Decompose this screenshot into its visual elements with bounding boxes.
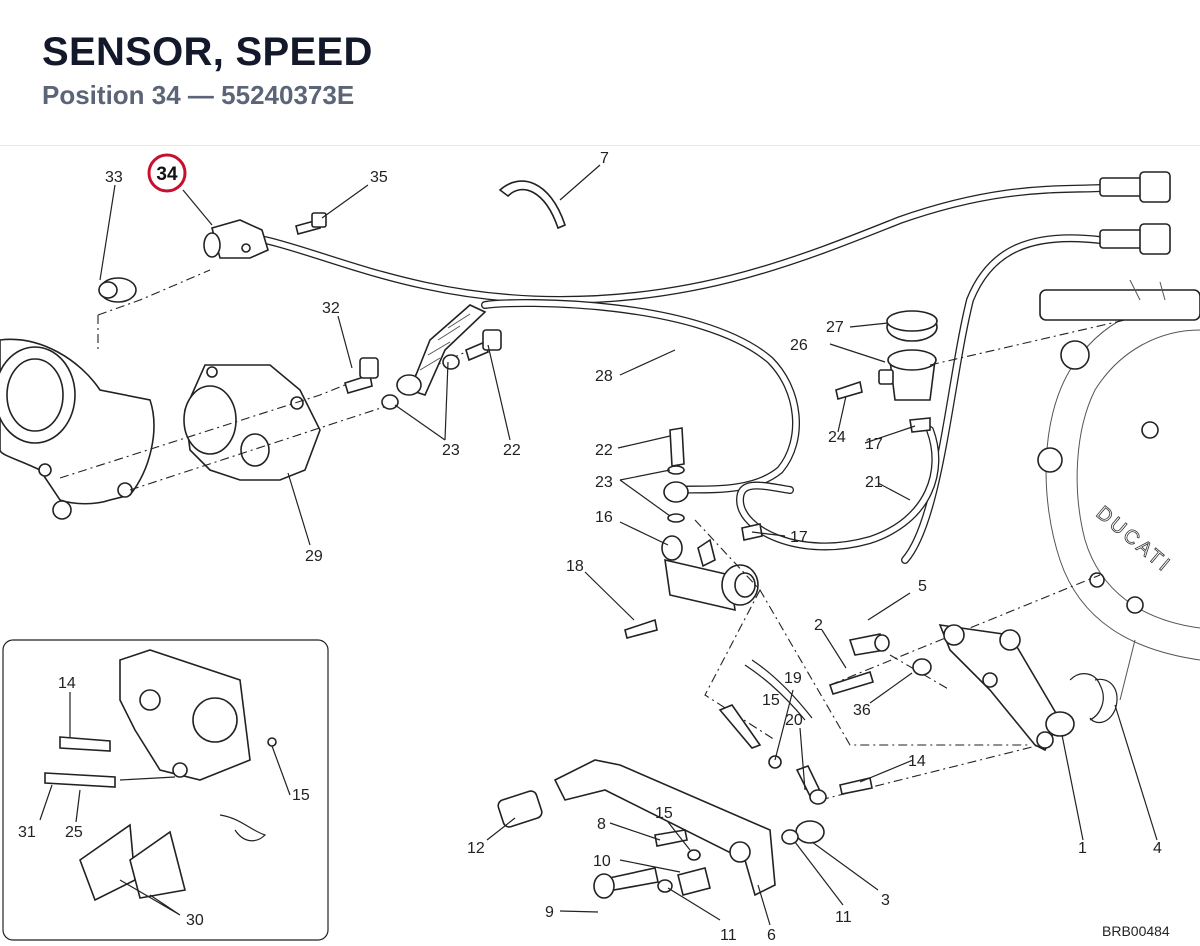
callout-28: 28 (595, 368, 613, 385)
callout-36: 36 (853, 702, 871, 719)
callout-14: 14 (58, 675, 76, 692)
part-subtitle: Position 34 — 55240373E (42, 80, 355, 110)
callout-numbers: 33 35 7 32 23 22 29 28 22 23 16 18 17 17… (18, 150, 1162, 944)
callout-20: 20 (785, 712, 803, 729)
callout-29: 29 (305, 548, 323, 565)
page-title: SENSOR, SPEED (42, 30, 373, 74)
callout-30: 30 (186, 912, 204, 929)
brake-reservoir-drawing (735, 310, 940, 551)
brake-caliper-drawing (183, 364, 321, 481)
callout-23: 23 (442, 442, 460, 459)
callout-12: 12 (467, 840, 485, 857)
callout-27: 27 (826, 319, 844, 336)
page-header: SENSOR, SPEED Position 34 — 55240373E (0, 0, 1200, 146)
callout-17b: 17 (865, 436, 883, 453)
callout-21: 21 (865, 474, 883, 491)
callout-25: 25 (65, 824, 83, 841)
callout-7: 7 (600, 150, 609, 167)
master-cylinder-drawing (624, 427, 759, 639)
callout-22b: 22 (595, 442, 613, 459)
highlighted-callout-34[interactable]: 34 (147, 153, 187, 193)
callout-9: 9 (545, 904, 554, 921)
callout-6: 6 (767, 927, 776, 944)
callout-15b: 15 (655, 805, 673, 822)
brake-hose-drawing (408, 299, 800, 494)
callout-11: 11 (835, 909, 852, 926)
callout-16: 16 (595, 509, 613, 526)
callout-3: 3 (881, 892, 890, 909)
callout-35: 35 (370, 169, 388, 186)
callout-11b: 11 (720, 927, 737, 944)
callout-5: 5 (918, 578, 927, 595)
inset-detail (2, 639, 329, 941)
callout-1: 1 (1078, 840, 1087, 857)
cover-brand-text: DUCATI (1092, 502, 1176, 577)
callout-23b: 23 (595, 474, 613, 491)
callout-33: 33 (105, 169, 123, 186)
callout-34: 34 (156, 164, 178, 185)
callout-13: 14 (908, 753, 926, 770)
callout-2: 2 (814, 617, 823, 634)
caliper-bracket-drawing (0, 338, 155, 520)
callout-8: 8 (597, 816, 606, 833)
callout-32: 32 (322, 300, 340, 317)
leader-lines (39, 164, 1158, 926)
engine-cover-drawing: DUCATI (1037, 279, 1200, 701)
callout-15: 15 (762, 692, 780, 709)
callout-22: 22 (503, 442, 521, 459)
callout-17: 17 (790, 529, 808, 546)
callout-4: 4 (1153, 840, 1162, 857)
callout-31: 31 (18, 824, 36, 841)
exploded-parts-diagram: DUCATI (0, 150, 1200, 944)
callout-14b: 15 (292, 787, 310, 804)
callout-26: 26 (790, 337, 808, 354)
callout-24: 24 (828, 429, 846, 446)
callout-18: 19 (784, 670, 802, 687)
reference-code: BRB00484 (1102, 923, 1170, 939)
callout-10: 10 (593, 853, 611, 870)
speed-sensor-drawing (98, 171, 1171, 564)
brake-pedal-drawing (497, 624, 1118, 899)
callout-19: 18 (566, 558, 584, 575)
